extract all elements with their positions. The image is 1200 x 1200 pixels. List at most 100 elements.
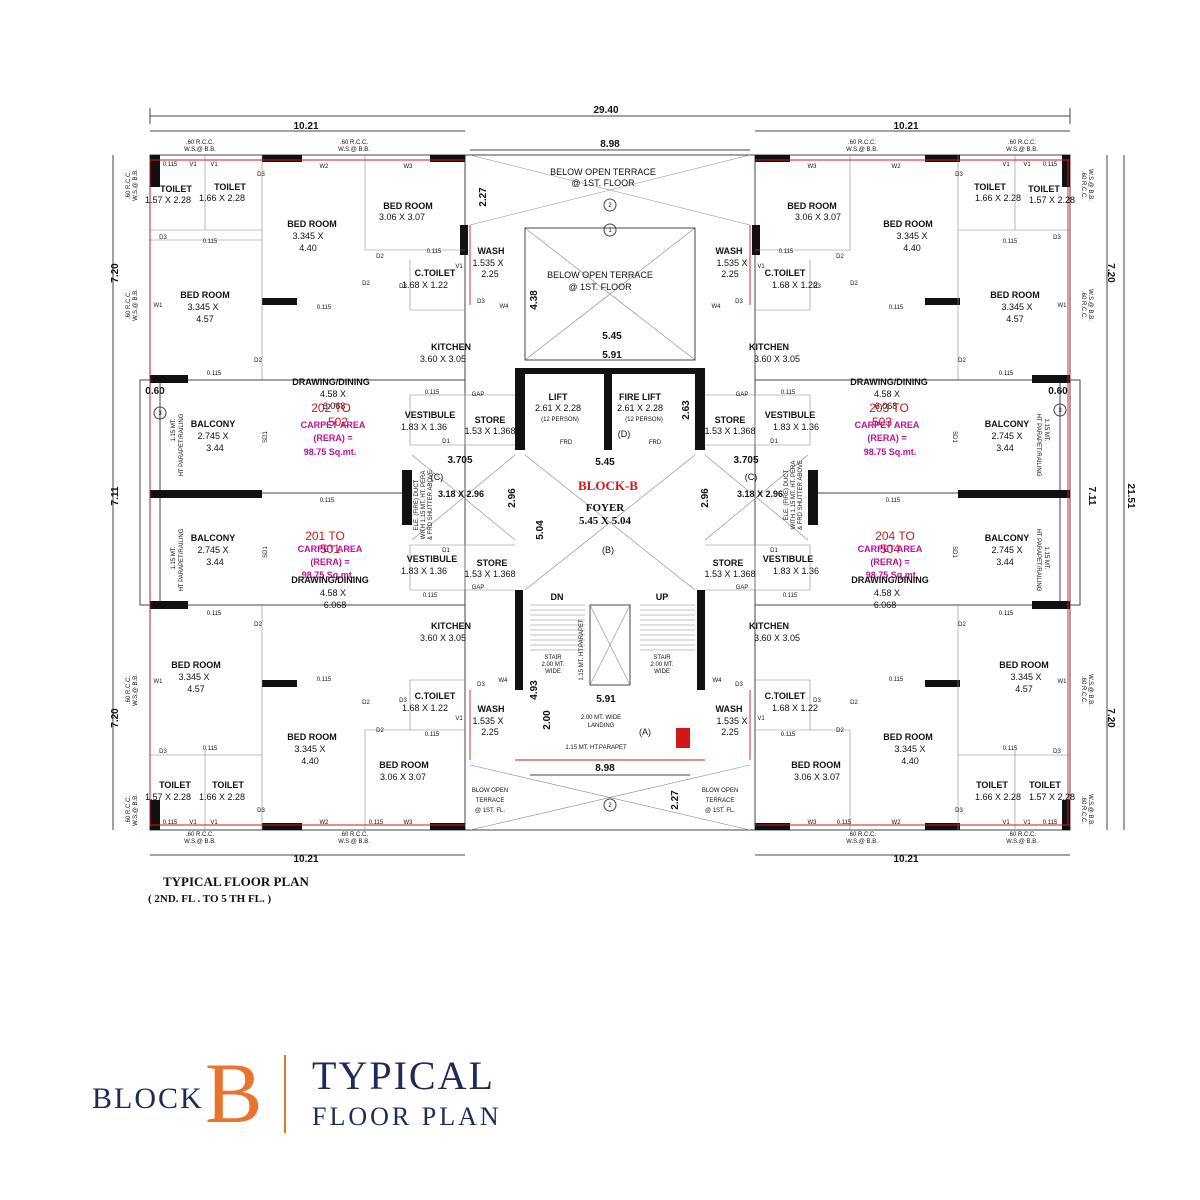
plan-label: D2 — [254, 358, 262, 364]
plan-label: W2 — [320, 164, 330, 170]
plan-label: 2.61 X 2.28 — [535, 403, 581, 413]
plan-label: GAP — [472, 392, 485, 398]
plan-label: 3.345 X — [1001, 302, 1032, 312]
plan-label: .60 R.C.C. — [848, 832, 876, 838]
plan-label: HT PARAPET/RAILING — [179, 413, 185, 476]
plan-label: WIDE — [654, 669, 670, 675]
plan-label: 6.068 — [324, 600, 347, 610]
plan-label: 2.63 — [681, 400, 692, 420]
plan-label: 0.115 — [1003, 746, 1018, 752]
plan-label: W3 — [808, 820, 818, 826]
plan-label: 2.745 X — [197, 431, 228, 441]
plan-label: 1.535 X — [716, 716, 747, 726]
plan-label: 1.57 X 2.28 — [1029, 195, 1075, 205]
plan-label: 1.53 X 1.368 — [704, 569, 755, 579]
plan-label: VESTIBULE — [407, 554, 458, 564]
plan-label: 2.745 X — [991, 431, 1022, 441]
plan-label: 2.745 X — [197, 545, 228, 555]
plan-label: LANDING — [588, 723, 615, 729]
plan-label: BED ROOM — [883, 219, 933, 229]
plan-label: 0.115 — [886, 498, 901, 504]
plan-label: 1.68 X 1.22 — [402, 280, 448, 290]
plan-label: 503 — [872, 415, 892, 429]
plan-label: GAP — [472, 585, 485, 591]
plan-label: W.S.@ B.B. — [1087, 794, 1093, 826]
plan-label: WITH 1.15 MT. HT. PERA — [791, 461, 797, 530]
plan-label: V1 — [1023, 162, 1031, 168]
plan-label: W.S.@ B.B. — [1006, 147, 1038, 153]
plan-label: TOILET — [1029, 780, 1061, 790]
void-crosses — [411, 154, 809, 831]
plan-label: (RERA) = — [867, 433, 906, 443]
plan-label: (A) — [639, 727, 651, 737]
plan-label: HT PARAPET/RAILING — [1035, 529, 1041, 592]
plan-label: 5.91 — [596, 694, 616, 705]
plan-label: BED ROOM — [787, 201, 837, 211]
plan-label: 29.40 — [593, 105, 618, 116]
plan-label: @ 1ST. FL. — [475, 808, 505, 814]
plan-label: W2 — [320, 820, 330, 826]
plan-label: 4.57 — [1006, 314, 1024, 324]
plan-label: 0.115 — [999, 371, 1014, 377]
plan-label: 502 — [328, 415, 348, 429]
plan-label: W1 — [1058, 679, 1068, 685]
plan-label: 7.11 — [110, 486, 121, 505]
plan-label: ELE. (FIRE) DUCT — [784, 469, 790, 520]
plan-label: WASH — [716, 704, 743, 714]
plan-label: BED ROOM — [379, 760, 429, 770]
plan-label: 1.15 MT. — [1043, 546, 1049, 569]
plan-label: W.S.@ B.B. — [184, 147, 216, 153]
plan-label: 0.115 — [163, 162, 178, 168]
plan-label: 0.115 — [889, 305, 904, 311]
plan-label: 3.705 — [447, 455, 472, 466]
plan-label: V1 — [757, 716, 765, 722]
footer-title: TYPICAL — [312, 1053, 495, 1098]
plan-label: 2.27 — [670, 790, 681, 810]
plan-label: 0.115 — [317, 305, 332, 311]
plan-label: .60 R.C.C. — [340, 140, 368, 146]
plan-label: 203 TO — [869, 401, 909, 415]
plan-label: VESTIBULE — [405, 410, 456, 420]
plan-label: W.S.@ B.B. — [1087, 289, 1093, 321]
plan-label: & FRD SHUTTER ABOVE — [428, 470, 434, 540]
plan-label: D3 — [477, 299, 485, 305]
plan-label: V1 — [455, 264, 463, 270]
plan-label: 3.60 X 3.05 — [420, 633, 466, 643]
plan-label: 3.18 X 2.96 — [438, 489, 484, 499]
plan-label: 0.115 — [317, 677, 332, 683]
plan-label: 3.705 — [733, 455, 758, 466]
plan-label: WASH — [478, 246, 505, 256]
plan-label: 1.57 X 2.28 — [145, 792, 191, 802]
plan-label: 3.44 — [206, 557, 224, 567]
plan-label: 3.345 X — [187, 302, 218, 312]
plan-caption-title: TYPICAL FLOOR PLAN — [163, 874, 309, 889]
plan-label: (RERA) = — [310, 557, 349, 567]
plan-label: W4 — [499, 678, 509, 684]
plan-label: 1.15 MT. — [171, 418, 177, 441]
plan-label: 2.25 — [721, 727, 739, 737]
plan-label: 1.66 X 2.28 — [975, 193, 1021, 203]
plan-label: BALCONY — [985, 533, 1030, 543]
plan-label: 0.60 — [1048, 386, 1068, 397]
footer-subtitle: FLOOR PLAN — [312, 1102, 502, 1131]
plan-label: 2.25 — [721, 269, 739, 279]
plan-label: C.TOILET — [765, 268, 806, 278]
plan-label: KITCHEN — [431, 342, 471, 352]
plan-label: BED ROOM — [171, 660, 221, 670]
plan-label: STORE — [715, 415, 746, 425]
plan-label: 0.115 — [427, 249, 442, 255]
plan-label: TOILET — [214, 182, 246, 192]
plan-label: C.TOILET — [415, 268, 456, 278]
plan-label: @ 1ST. FLOOR — [568, 282, 632, 292]
plan-label: 7.20 — [110, 263, 121, 283]
plan-label: 3.345 X — [178, 672, 209, 682]
plan-label: V1 — [210, 162, 218, 168]
plan-label: 7.20 — [1105, 263, 1116, 283]
plan-label: 3.44 — [206, 443, 224, 453]
plan-label: D3 — [813, 698, 821, 704]
plan-label: (12 PERSON) — [541, 417, 579, 423]
plan-label: .60 R.C.C. — [1008, 832, 1036, 838]
plan-label: 2.00 MT. — [541, 662, 564, 668]
plan-label: D3 — [813, 284, 821, 290]
plan-label: 5.91 — [602, 350, 622, 361]
